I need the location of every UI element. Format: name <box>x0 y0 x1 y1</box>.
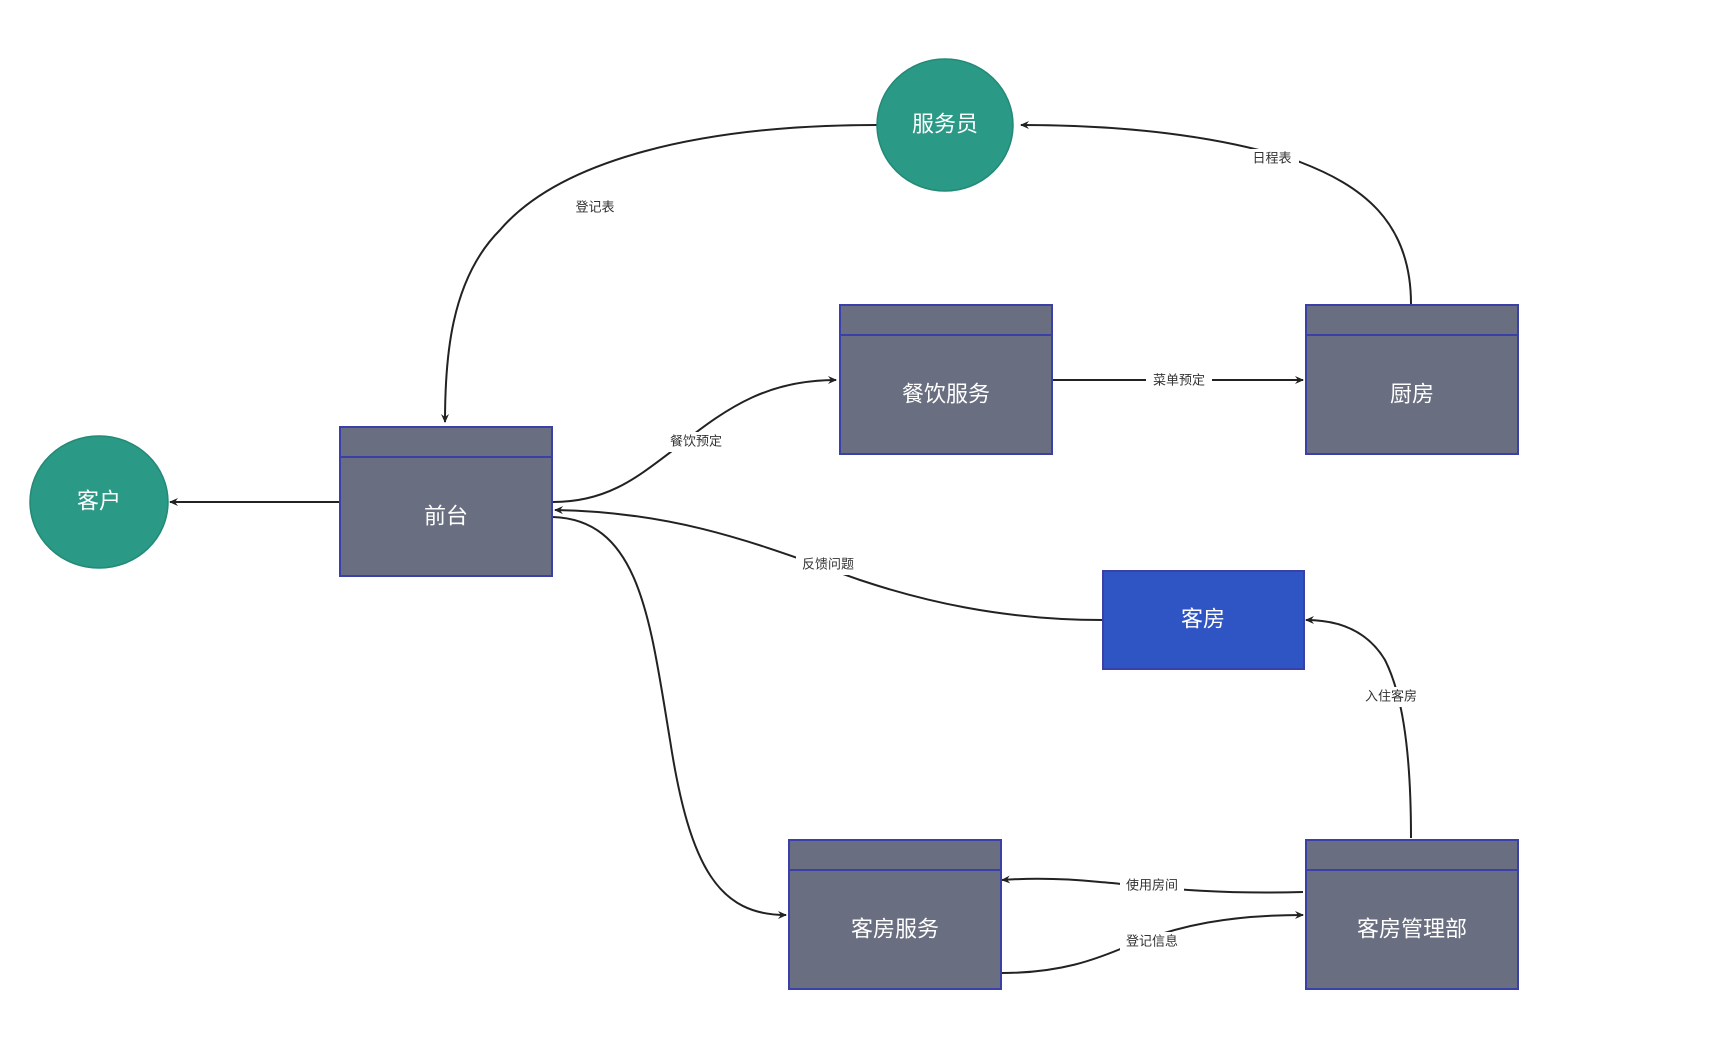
edge-label-waiter-to-front: 登记表 <box>575 201 614 216</box>
edge-labels: 登记表 日程表 餐饮预定 菜单预定 反馈问题 入住客房 使用房间 登记信息 <box>568 149 1423 952</box>
node-catering[interactable]: 餐饮服务 <box>839 304 1053 455</box>
node-room-service[interactable]: 客房服务 <box>788 839 1002 990</box>
node-front-desk[interactable]: 前台 <box>339 426 553 577</box>
node-room-service-label: 客房服务 <box>851 918 939 943</box>
edge-label-mgmt-to-service: 使用房间 <box>1126 878 1178 894</box>
edge-label-front-to-catering: 餐饮预定 <box>670 434 722 450</box>
nodes: 服务员 客户 前台 餐饮服务 厨房 客房 <box>29 58 1519 990</box>
node-front-desk-label: 前台 <box>424 505 468 530</box>
edge-label-mgmt-to-room: 入住客房 <box>1365 689 1417 705</box>
edge-room-mgmt-to-room <box>1305 616 1412 839</box>
edge-waiter-to-front-desk <box>441 124 878 423</box>
edge-room-mgmt-to-room-service <box>1001 875 1304 894</box>
edge-label-service-to-mgmt: 登记信息 <box>1126 934 1178 950</box>
node-room-label: 客房 <box>1181 608 1225 633</box>
node-catering-label: 餐饮服务 <box>902 383 990 408</box>
node-waiter-label: 服务员 <box>912 113 978 138</box>
node-customer[interactable]: 客户 <box>29 435 169 569</box>
node-customer-label: 客户 <box>77 490 121 515</box>
edge-front-desk-to-room-service <box>552 516 787 919</box>
node-kitchen[interactable]: 厨房 <box>1305 304 1519 455</box>
node-room-mgmt[interactable]: 客房管理部 <box>1305 839 1519 990</box>
node-kitchen-label: 厨房 <box>1390 383 1434 408</box>
edges <box>169 121 1412 974</box>
edge-kitchen-to-waiter <box>1020 121 1412 305</box>
node-room-mgmt-label: 客房管理部 <box>1357 918 1467 943</box>
edge-label-kitchen-to-waiter: 日程表 <box>1252 152 1291 167</box>
edge-room-to-front-desk <box>554 506 1104 621</box>
edge-label-catering-to-kitchen: 菜单预定 <box>1153 374 1205 389</box>
edge-label-room-to-front: 反馈问题 <box>802 558 854 573</box>
node-waiter[interactable]: 服务员 <box>876 58 1014 192</box>
node-room[interactable]: 客房 <box>1102 570 1305 670</box>
